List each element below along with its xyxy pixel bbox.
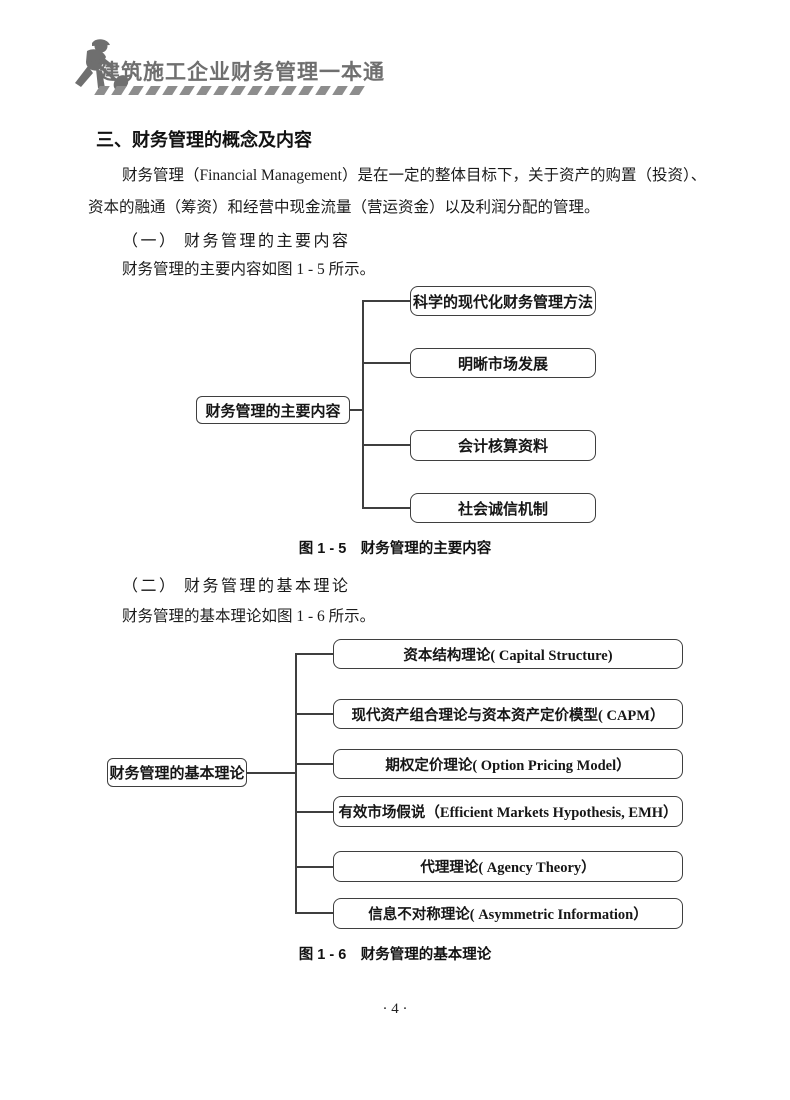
figure-node: 科学的现代化财务管理方法 (410, 286, 596, 316)
figure-node: 资本结构理论( Capital Structure) (333, 639, 683, 669)
connector-line (350, 409, 363, 411)
connector-line (295, 811, 333, 813)
connector-line (295, 763, 333, 765)
connector-line (362, 507, 410, 509)
connector-line (295, 653, 297, 914)
header-stripe-decoration (94, 86, 365, 95)
figure-node: 代理理论( Agency Theory） (333, 851, 683, 882)
connector-line (362, 300, 410, 302)
book-title: 建筑施工企业财务管理一本通 (99, 61, 385, 84)
figure-node: 有效市场假说（Efficient Markets Hypothesis, EMH… (333, 796, 683, 827)
figure-node: 会计核算资料 (410, 430, 596, 461)
connector-line (247, 772, 296, 774)
connector-line (295, 653, 333, 655)
figure-node: 现代资产组合理论与资本资产定价模型( CAPM） (333, 699, 683, 729)
connector-line (295, 866, 333, 868)
figure-node: 社会诚信机制 (410, 493, 596, 523)
figure-node: 期权定价理论( Option Pricing Model） (333, 749, 683, 779)
subsection-1-heading: （一） 财务管理的主要内容 (122, 233, 351, 250)
connector-line (295, 912, 333, 914)
figure-node: 信息不对称理论( Asymmetric Information） (333, 898, 683, 929)
page-number: · 4 · (382, 1001, 408, 1017)
connector-line (362, 444, 410, 446)
figure-node-root: 财务管理的主要内容 (196, 396, 350, 424)
connector-line (295, 713, 333, 715)
section-heading: 三、财务管理的概念及内容 (96, 130, 312, 150)
figure-1-6-caption: 图 1 - 6 财务管理的基本理论 (298, 947, 492, 963)
subsection-2-heading: （二） 财务管理的基本理论 (122, 578, 351, 595)
figure-1-5-caption: 图 1 - 5 财务管理的主要内容 (298, 541, 492, 557)
figure-1-6-intro: 财务管理的基本理论如图 1 - 6 所示。 (122, 608, 376, 625)
connector-line (362, 300, 364, 509)
paragraph-line: 财务管理（Financial Management）是在一定的整体目标下，关于资… (122, 167, 707, 184)
paragraph-line: 资本的融通（筹资）和经营中现金流量（营运资金）以及利润分配的管理。 (88, 199, 600, 216)
figure-node-root: 财务管理的基本理论 (107, 758, 247, 787)
connector-line (362, 362, 410, 364)
figure-node: 明晰市场发展 (410, 348, 596, 378)
figure-1-5-intro: 财务管理的主要内容如图 1 - 5 所示。 (122, 261, 376, 278)
